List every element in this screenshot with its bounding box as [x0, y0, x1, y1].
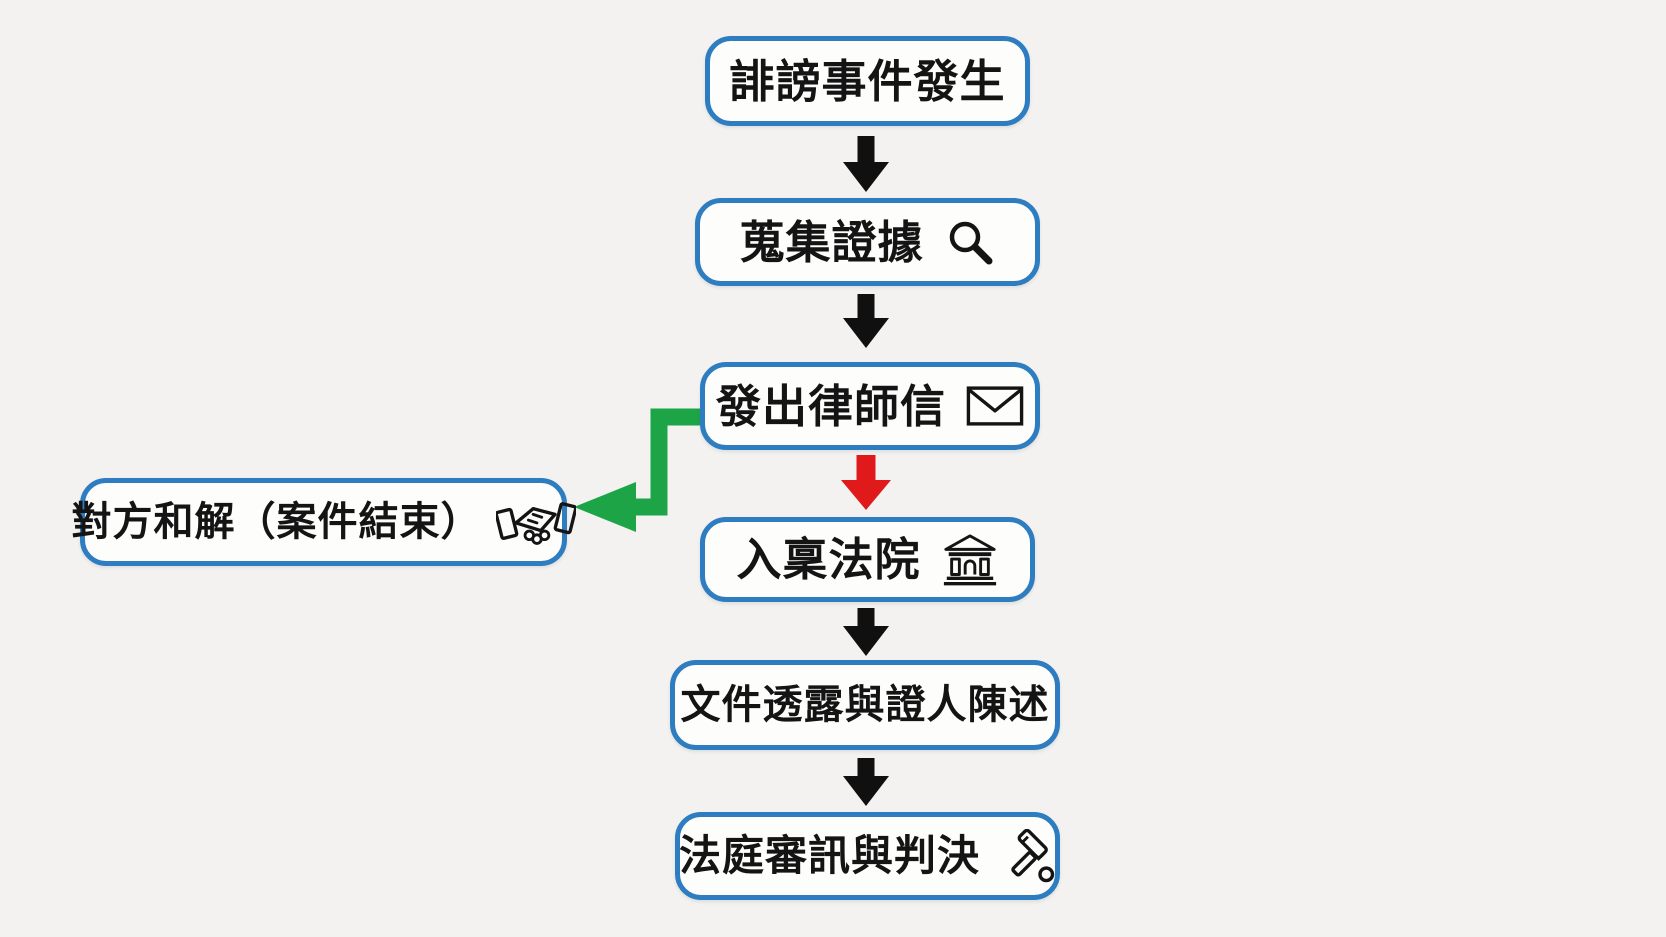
node-settlement-label: 對方和解（案件結束） — [71, 500, 482, 544]
arrow-evidence-to-letter — [843, 294, 889, 348]
arrow-incident-to-evidence — [843, 136, 889, 192]
arrow-letter-to-filing — [841, 455, 891, 510]
node-trial-label: 法庭審訊與判決 — [679, 832, 981, 879]
node-settlement: 對方和解（案件結束） — [72, 478, 576, 566]
magnifier-icon — [949, 221, 992, 265]
handshake-icon — [495, 502, 576, 545]
node-discovery-label: 文件透露與證人陳述 — [680, 683, 1050, 727]
node-trial: 法庭審訊與判決 — [675, 812, 1060, 900]
node-evidence-label: 蒐集證據 — [739, 216, 924, 268]
node-filing-label: 入稟法院 — [736, 534, 921, 585]
arrow-filing-to-discovery — [843, 608, 889, 656]
courthouse-icon — [943, 533, 996, 585]
node-incident-label: 誹謗事件發生 — [729, 55, 1006, 107]
node-letter: 發出律師信 — [700, 362, 1040, 450]
node-discovery: 文件透露與證人陳述 — [670, 660, 1060, 750]
arrow-letter-to-settlement — [574, 408, 700, 532]
gavel-icon — [1011, 829, 1055, 883]
node-filing: 入稟法院 — [700, 517, 1035, 602]
node-incident: 誹謗事件發生 — [705, 36, 1030, 126]
node-letter-label: 發出律師信 — [715, 380, 946, 432]
node-evidence: 蒐集證據 — [695, 198, 1040, 286]
envelope-icon — [966, 386, 1024, 426]
arrow-discovery-to-trial — [843, 758, 889, 806]
